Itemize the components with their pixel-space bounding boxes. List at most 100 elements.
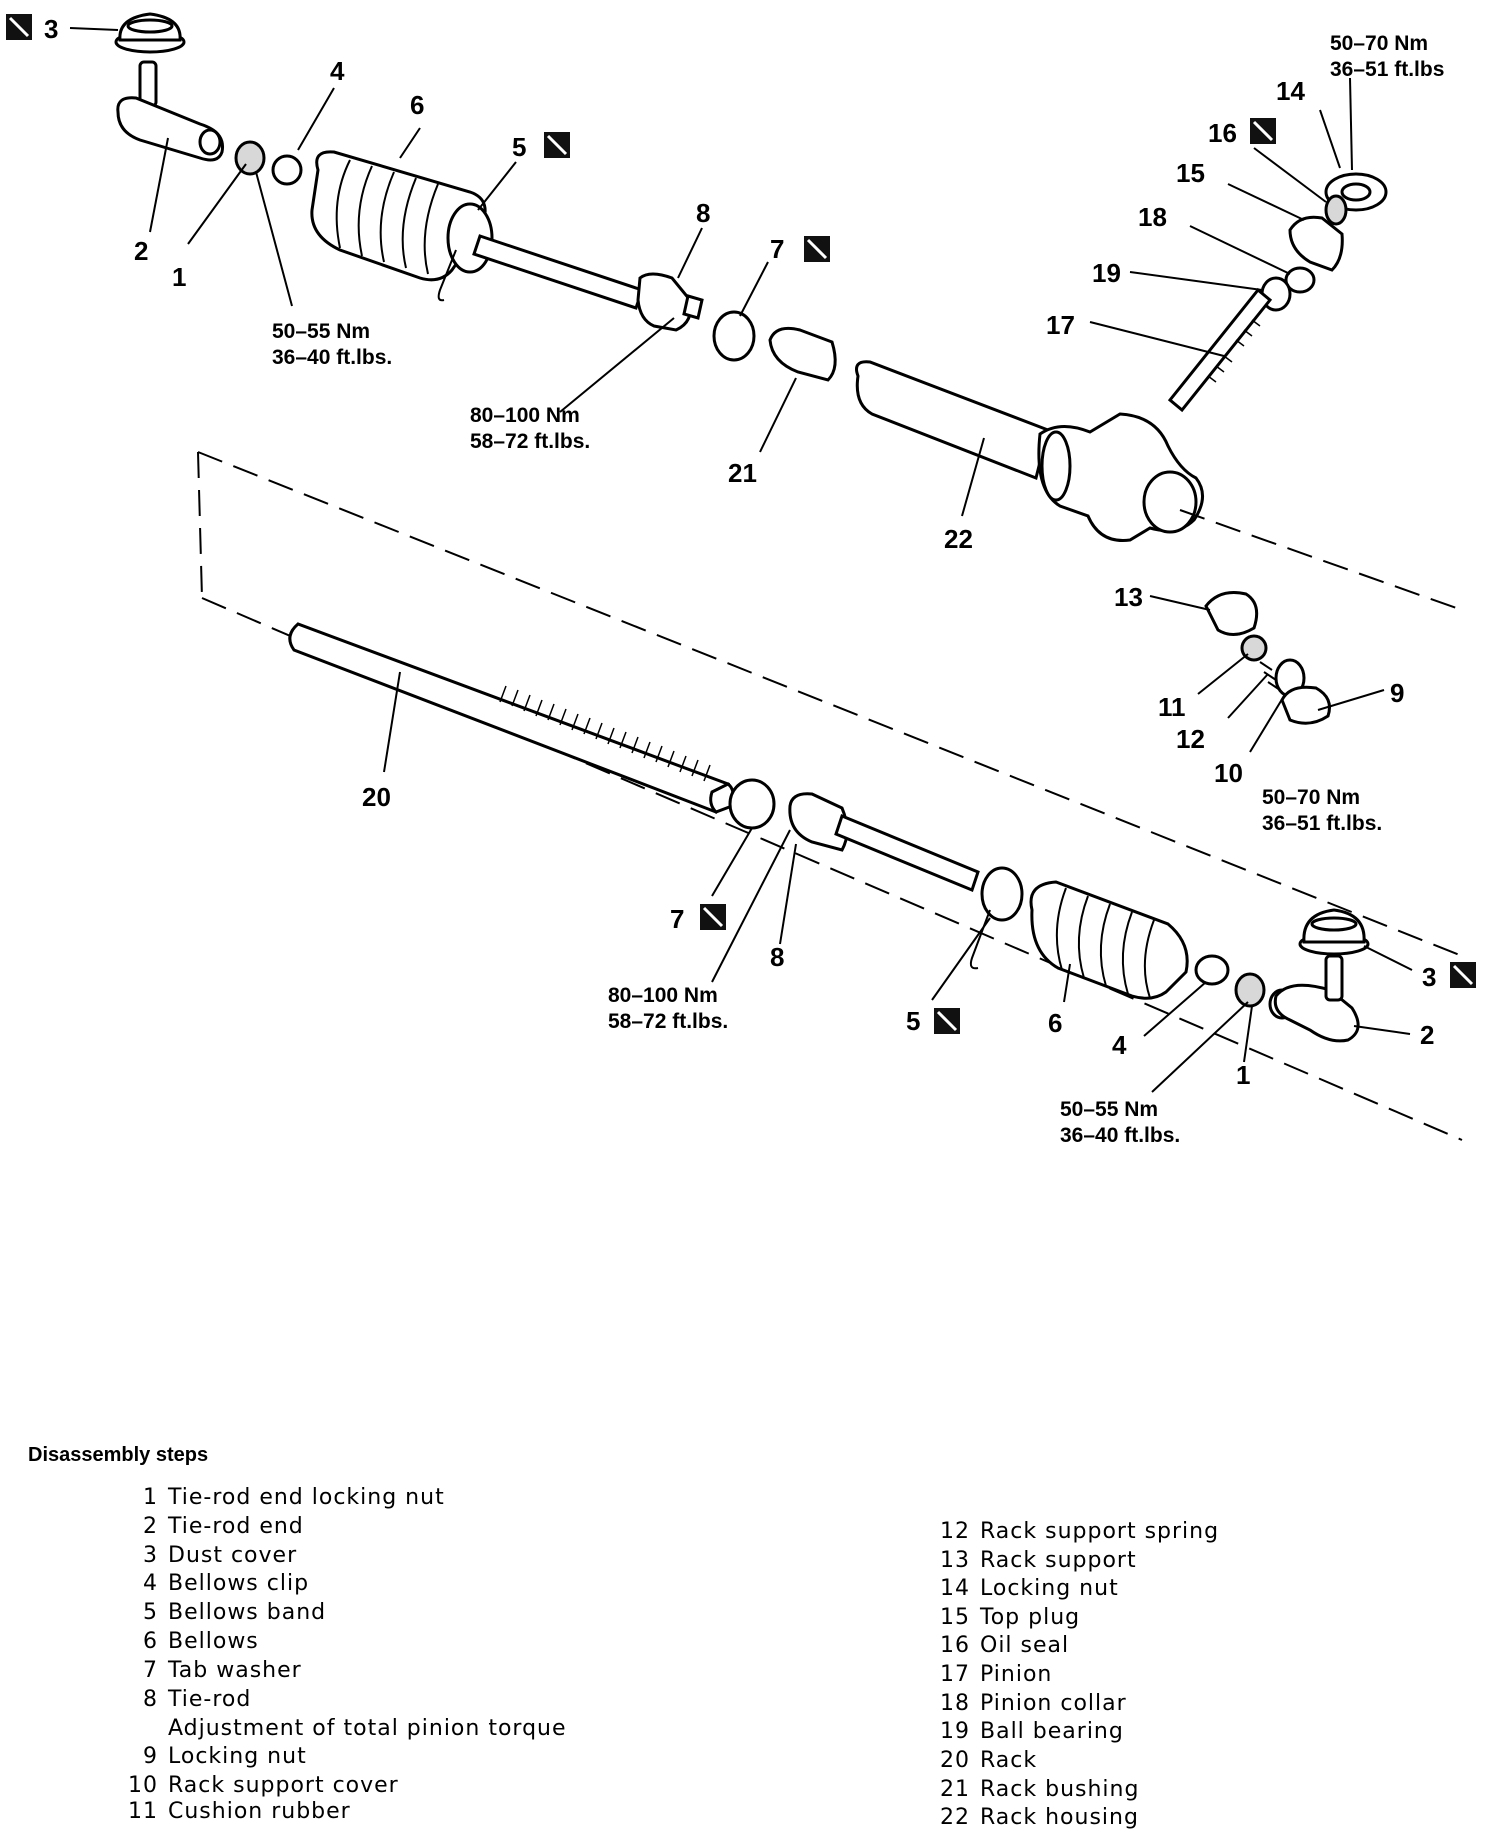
torque-nm-support: 50–70 Nm <box>1262 786 1360 809</box>
callout-17: 17 <box>1046 310 1075 340</box>
step-label: Bellows clip <box>168 1571 310 1596</box>
step-label: Dust cover <box>168 1543 298 1568</box>
torque-ftlbs-support: 36–51 ft.lbs. <box>1262 812 1382 835</box>
leader-7-top <box>739 261 769 317</box>
torque-ftlbs-top-left: 36–40 ft.lbs. <box>272 346 392 369</box>
callout-4-bottom: 4 <box>1112 1030 1127 1060</box>
bellows-bottom <box>1029 880 1189 1000</box>
leader-3-bottom <box>1363 945 1413 971</box>
leader-6-bottom <box>1063 963 1071 1003</box>
leader-torque-top-right <box>1349 77 1353 171</box>
leader-16 <box>1253 147 1327 203</box>
step-note: Adjustment of total pinion torque <box>118 1715 567 1743</box>
leader-torque-top-mid <box>559 317 675 413</box>
callout-6-bottom: 6 <box>1048 1008 1062 1038</box>
callout-3-top: 3 <box>44 14 58 44</box>
callout-19: 19 <box>1092 258 1121 288</box>
leader-1-bottom <box>1243 1005 1253 1063</box>
step-label: Cushion rubber <box>168 1799 351 1824</box>
step-number: 12 <box>940 1519 970 1544</box>
tie-rod-top <box>472 234 704 332</box>
special-tool-mark-5-bottom <box>934 1008 960 1034</box>
step-label: Rack support <box>980 1548 1137 1573</box>
callout-3-bottom: 3 <box>1422 962 1436 992</box>
step-item: 4 Bellows clip <box>118 1570 309 1598</box>
step-label: Pinion <box>980 1662 1053 1687</box>
callout-2-bottom: 2 <box>1420 1020 1434 1050</box>
bellows-band-bottom <box>969 866 1024 970</box>
step-label: Bellows <box>168 1629 259 1654</box>
step-item: 2 Tie-rod end <box>118 1513 304 1541</box>
step-number: 16 <box>940 1633 970 1658</box>
tie-rod-end-bottom <box>1268 954 1360 1043</box>
bellows-clip-top <box>271 154 303 186</box>
callout-5-top: 5 <box>512 132 526 162</box>
step-number: 10 <box>128 1773 158 1798</box>
step-number: 1 <box>143 1485 158 1510</box>
step-label: Rack support cover <box>168 1773 399 1798</box>
dust-cover-bottom <box>1298 908 1370 956</box>
callout-11: 11 <box>1158 692 1186 722</box>
step-number: 20 <box>940 1748 970 1773</box>
leader-4-bottom <box>1143 981 1207 1037</box>
special-tool-mark-7-bottom <box>700 904 726 930</box>
leader-torque-bottom-mid <box>711 829 791 983</box>
leader-8-top <box>677 227 703 279</box>
callout-7-top: 7 <box>770 234 784 264</box>
step-number: 2 <box>143 1514 158 1539</box>
leader-14 <box>1319 109 1341 169</box>
step-item: 11 Cushion rubber <box>118 1798 351 1826</box>
callout-22: 22 <box>944 524 973 554</box>
torque-nm-bottom-mid: 80–100 Nm <box>608 984 718 1007</box>
rack-support <box>1204 591 1259 636</box>
pinion-stack <box>1167 172 1388 413</box>
leader-15 <box>1227 183 1305 221</box>
step-label: Rack housing <box>980 1805 1139 1830</box>
step-label: Tie-rod end <box>168 1514 304 1539</box>
leader-20 <box>383 671 401 773</box>
step-number: 11 <box>128 1799 158 1824</box>
step-number: 19 <box>940 1719 970 1744</box>
torque-nm-top-right: 50–70 Nm <box>1330 32 1428 55</box>
rack-housing <box>855 360 1204 542</box>
callout-7-bottom: 7 <box>670 904 684 934</box>
torque-nm-top-mid: 80–100 Nm <box>470 404 580 427</box>
rack <box>288 622 735 814</box>
torque-ftlbs-bottom-mid: 58–72 ft.lbs. <box>608 1010 728 1033</box>
guide-line-upper <box>197 451 1463 957</box>
leader-10 <box>1249 695 1285 753</box>
callout-9: 9 <box>1390 678 1404 708</box>
leader-12 <box>1227 673 1269 719</box>
step-number: 4 <box>143 1571 158 1596</box>
bellows-clip-bottom <box>1194 954 1230 986</box>
locking-nut-bottom <box>1234 972 1266 1008</box>
callout-6-top: 6 <box>410 90 424 120</box>
step-number: 9 <box>143 1744 158 1769</box>
special-tool-mark-5-top <box>544 132 570 158</box>
guide-line-right <box>1179 509 1463 611</box>
leader-13 <box>1149 595 1211 611</box>
step-number: 21 <box>940 1777 970 1802</box>
callout-2-top: 2 <box>134 236 148 266</box>
tab-washer-bottom <box>728 778 776 830</box>
bellows-top <box>310 150 487 282</box>
step-label: Pinion collar <box>980 1691 1127 1716</box>
leader-4-top <box>297 87 335 151</box>
leader-22 <box>961 437 985 517</box>
leader-11 <box>1197 653 1249 695</box>
callout-15: 15 <box>1176 158 1205 188</box>
callout-16: 16 <box>1208 118 1237 148</box>
leader-6-top <box>399 127 421 159</box>
callout-10: 10 <box>1214 758 1243 788</box>
torque-ftlbs-top-mid: 58–72 ft.lbs. <box>470 430 590 453</box>
